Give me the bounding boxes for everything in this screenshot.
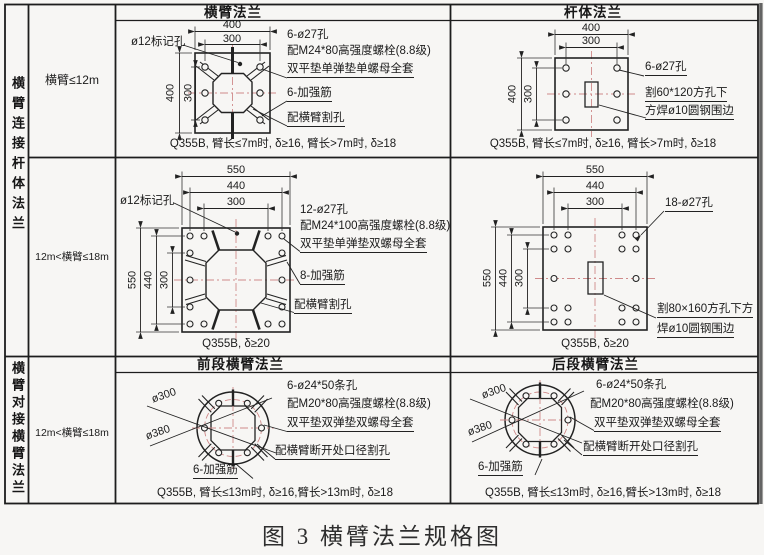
annotation: 双平垫双弹垫双螺母全套 [287,417,414,433]
cell-header-front-flange: 前段横臂法兰 [197,357,284,372]
dim-label: 400 [581,22,601,34]
dim-label: 300 [581,35,601,47]
annotation: 配M24*80高强度螺栓(8.8级) [287,45,431,57]
dim-label: 300 [585,196,605,208]
dim-label: 300 [522,84,535,104]
annotation: 8-加强筋 [300,270,345,286]
annotation: 方焊ø10圆钢围边 [645,105,734,121]
dim-label: 300 [182,83,195,103]
rib-label: 6-加强筋 [193,464,238,480]
annotation: 6-加强筋 [287,87,332,103]
dim-label: 400 [222,19,242,31]
annotation: 6-ø27孔 [287,29,329,41]
material-spec: Q355B, 臂长≤13m时, δ≥16,臂长>13m时, δ≥18 [157,487,393,499]
condition-label-r1: 横臂≤12m [45,73,99,87]
rib-label: 6-加强筋 [478,461,523,477]
table-grid [4,3,759,505]
cell-header-crossarm-flange: 横臂法兰 [204,5,262,20]
annotation: 双平垫单弹垫双螺母全套 [300,238,427,254]
mark-hole-label: ø12标记孔 [131,36,186,48]
material-spec: Q355B, δ≥20 [561,338,629,350]
condition-label-r2: 12m<横臂≤18m [35,251,109,263]
material-spec: Q355B, 臂长≤7m时, δ≥16, 臂长>7m时, δ≥18 [169,138,397,150]
annotation: 配横臂断开处口径割孔 [583,441,698,457]
row-group-label-bottom: 横臂对接横臂法兰 [10,361,25,497]
dim-label: 300 [158,270,171,290]
dim-label: 300 [513,268,526,288]
flange-drawing-front-butt [146,387,288,479]
annotation: 配横臂断开处口径割孔 [275,445,390,461]
annotation: 6-ø24*50条孔 [596,379,667,391]
annotation: 6-ø27孔 [645,61,687,77]
annotation: 割60*120方孔下 [645,87,728,103]
annotation: 割80×160方孔下方 [657,303,754,319]
flange-drawing-rear-butt [469,380,595,476]
dim-label: 440 [226,180,246,192]
annotation: 配横臂割孔 [294,299,352,315]
scan-edge-shadow [759,3,763,504]
annotation: 配M24*100高强度螺栓(8.8级) [300,220,451,232]
flange-drawing-polebody-18m [491,171,665,340]
dim-label: 400 [506,84,519,104]
annotation: 双平垫单弹垫单螺母全套 [287,63,414,79]
row-group-label-top: 横臂连接杆体法兰 [10,76,25,236]
figure-caption: 图 3 横臂法兰规格图 [262,524,502,549]
annotation: 6-ø24*50条孔 [287,380,358,392]
condition-label-r3: 12m<横臂≤18m [35,427,109,439]
dim-label: 300 [222,33,242,45]
flange-drawing-polebody-12m [517,29,647,137]
dim-label: 440 [142,270,155,290]
annotation: 焊ø10圆钢围边 [657,323,735,339]
annotation: 配M20*80高强度螺栓(8.8级) [287,398,431,410]
cell-header-rear-flange: 后段横臂法兰 [552,357,639,372]
cell-header-polebody-flange: 杆体法兰 [564,5,622,20]
annotation: 双平垫双弹垫双螺母全套 [594,417,721,433]
dim-label: 550 [585,164,605,176]
dim-label: 300 [226,196,246,208]
dim-label: 550 [481,268,494,288]
material-spec: Q355B, 臂长≤7m时, δ≥16, 臂长>7m时, δ≥18 [489,138,717,150]
flange-drawing-crossarm-12m [175,26,288,141]
annotation: 配横臂割孔 [287,112,345,128]
dim-label: 440 [497,268,510,288]
material-spec: Q355B, 臂长≤13m时, δ≥16,臂长>13m时, δ≥18 [485,487,721,499]
dim-label: 550 [126,270,139,290]
material-spec: Q355B, δ≥20 [202,338,270,350]
dim-label: 400 [164,83,177,103]
flange-drawing-crossarm-18m [136,171,301,341]
annotation: 配M20*80高强度螺栓(8.8级) [590,398,734,410]
mark-hole-label: ø12标记孔 [120,195,175,207]
annotation: 18-ø27孔 [665,197,713,213]
annotation: 12-ø27孔 [300,204,348,216]
dim-label: 550 [226,164,246,176]
dim-label: 440 [585,180,605,192]
